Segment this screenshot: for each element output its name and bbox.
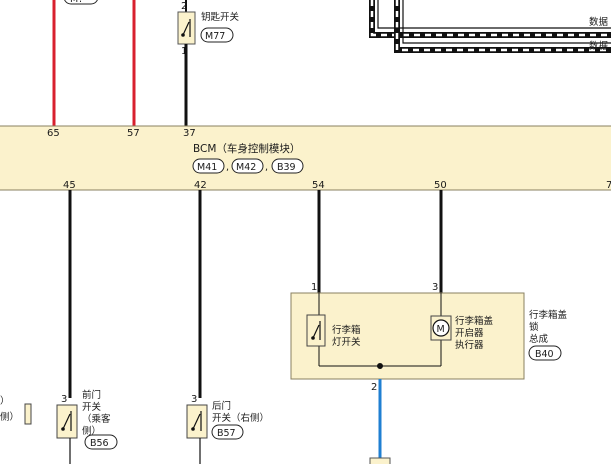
- front-door-switch-label-3: （乘客: [82, 413, 111, 425]
- actuator-label-3: 执行器: [455, 339, 484, 351]
- trunk-lamp-switch-label-1: 行李箱: [332, 324, 361, 336]
- front-door-switch-pin: 3: [61, 394, 67, 405]
- bcm-pin-45: 45: [63, 180, 76, 191]
- motor-symbol: M: [437, 324, 445, 335]
- trunk-lid-lock-label-1: 行李箱盖: [529, 309, 568, 321]
- bcm-pin-65: 65: [47, 128, 60, 139]
- data-line-label-1: 数据: [589, 16, 609, 28]
- trunk-lid-lock-label: 行李箱盖 锁 总成 B40: [528, 309, 568, 361]
- key-switch-pin-top: 2: [181, 1, 187, 12]
- trunk-lid-lock-connector: B40: [535, 349, 554, 360]
- front-door-switch-label-1: 前门: [82, 389, 101, 401]
- data-line-label-2: 数据: [589, 40, 609, 52]
- rear-door-switch-label-1: 后门: [212, 400, 231, 412]
- bcm-connector-m41: M41: [197, 162, 217, 173]
- trunk-lamp-switch-label-2: 灯开关: [332, 336, 361, 348]
- key-switch: 2 钥匙开关 M77 1: [177, 0, 240, 126]
- key-switch-label: 钥匙开关: [201, 11, 240, 23]
- bcm-pin-57: 57: [127, 128, 140, 139]
- bcm-pin-37: 37: [183, 128, 196, 139]
- bcm-connector-m42: M42: [236, 162, 256, 173]
- trunk-lid-lock-label-3: 总成: [529, 333, 549, 345]
- left-clip-text-1: ）: [0, 395, 10, 407]
- motor-icon: [432, 319, 450, 337]
- trunk-pin-1: 1: [311, 282, 317, 293]
- bcm-pin-42: 42: [194, 180, 207, 191]
- front-door-switch: 3 前门 开关 （乘客 侧） B56: [56, 389, 118, 464]
- left-clip-text-2: 侧）: [0, 411, 19, 423]
- top-clipped-connector-label: M?: [70, 0, 83, 5]
- front-door-switch-connector: B56: [90, 438, 109, 449]
- trunk-lid-lock-body: [290, 292, 525, 380]
- rear-door-switch-label-2: 开关（右侧）: [212, 412, 269, 424]
- rear-door-switch: 3 后门 开关（右侧） B57: [186, 394, 269, 464]
- bcm-pin-50: 50: [434, 180, 447, 191]
- ground-connector-stub: [369, 457, 391, 464]
- actuator-label-1: 行李箱盖: [455, 315, 494, 327]
- front-door-switch-label-4: 侧）: [82, 425, 101, 437]
- trunk-pin-2: 2: [371, 382, 377, 393]
- trunk-lid-opener-actuator: M 行李箱盖 开启器 执行器: [430, 315, 494, 351]
- junction-dot: [377, 363, 383, 369]
- bcm-body: [0, 125, 611, 191]
- actuator-label-2: 开启器: [455, 327, 484, 339]
- left-clipped-switch: ） 侧）: [0, 395, 32, 425]
- svg-text:,: ,: [226, 162, 229, 173]
- bcm-connector-b39: B39: [277, 162, 296, 173]
- svg-text:,: ,: [265, 162, 268, 173]
- trunk-lid-lock-label-2: 锁: [529, 321, 539, 333]
- rear-door-switch-connector: B57: [217, 428, 236, 439]
- data-lines: 数据 数据: [369, 0, 611, 53]
- bcm-module: 65 57 37 BCM（车身控制模块） M41 , M42 , B39 45 …: [0, 125, 611, 191]
- trunk-lamp-switch: 行李箱 灯开关: [306, 314, 361, 348]
- key-switch-pin-bottom: 1: [181, 46, 187, 57]
- trunk-pin-3: 3: [432, 282, 438, 293]
- rear-door-switch-pin: 3: [191, 394, 197, 405]
- bcm-pin-54: 54: [312, 180, 325, 191]
- bcm-pin-7: 7: [606, 180, 611, 191]
- bcm-title: BCM（车身控制模块）: [193, 142, 300, 155]
- top-clipped-connector: M?: [64, 0, 98, 5]
- trunk-lid-lock-assembly: 1 3 行李箱 灯开关 M 行李箱盖 开启器 执行器 2: [290, 282, 525, 393]
- key-switch-connector: M77: [205, 31, 225, 42]
- front-door-switch-label-2: 开关: [82, 401, 102, 413]
- bcm-connectors: M41 , M42 , B39: [192, 158, 304, 174]
